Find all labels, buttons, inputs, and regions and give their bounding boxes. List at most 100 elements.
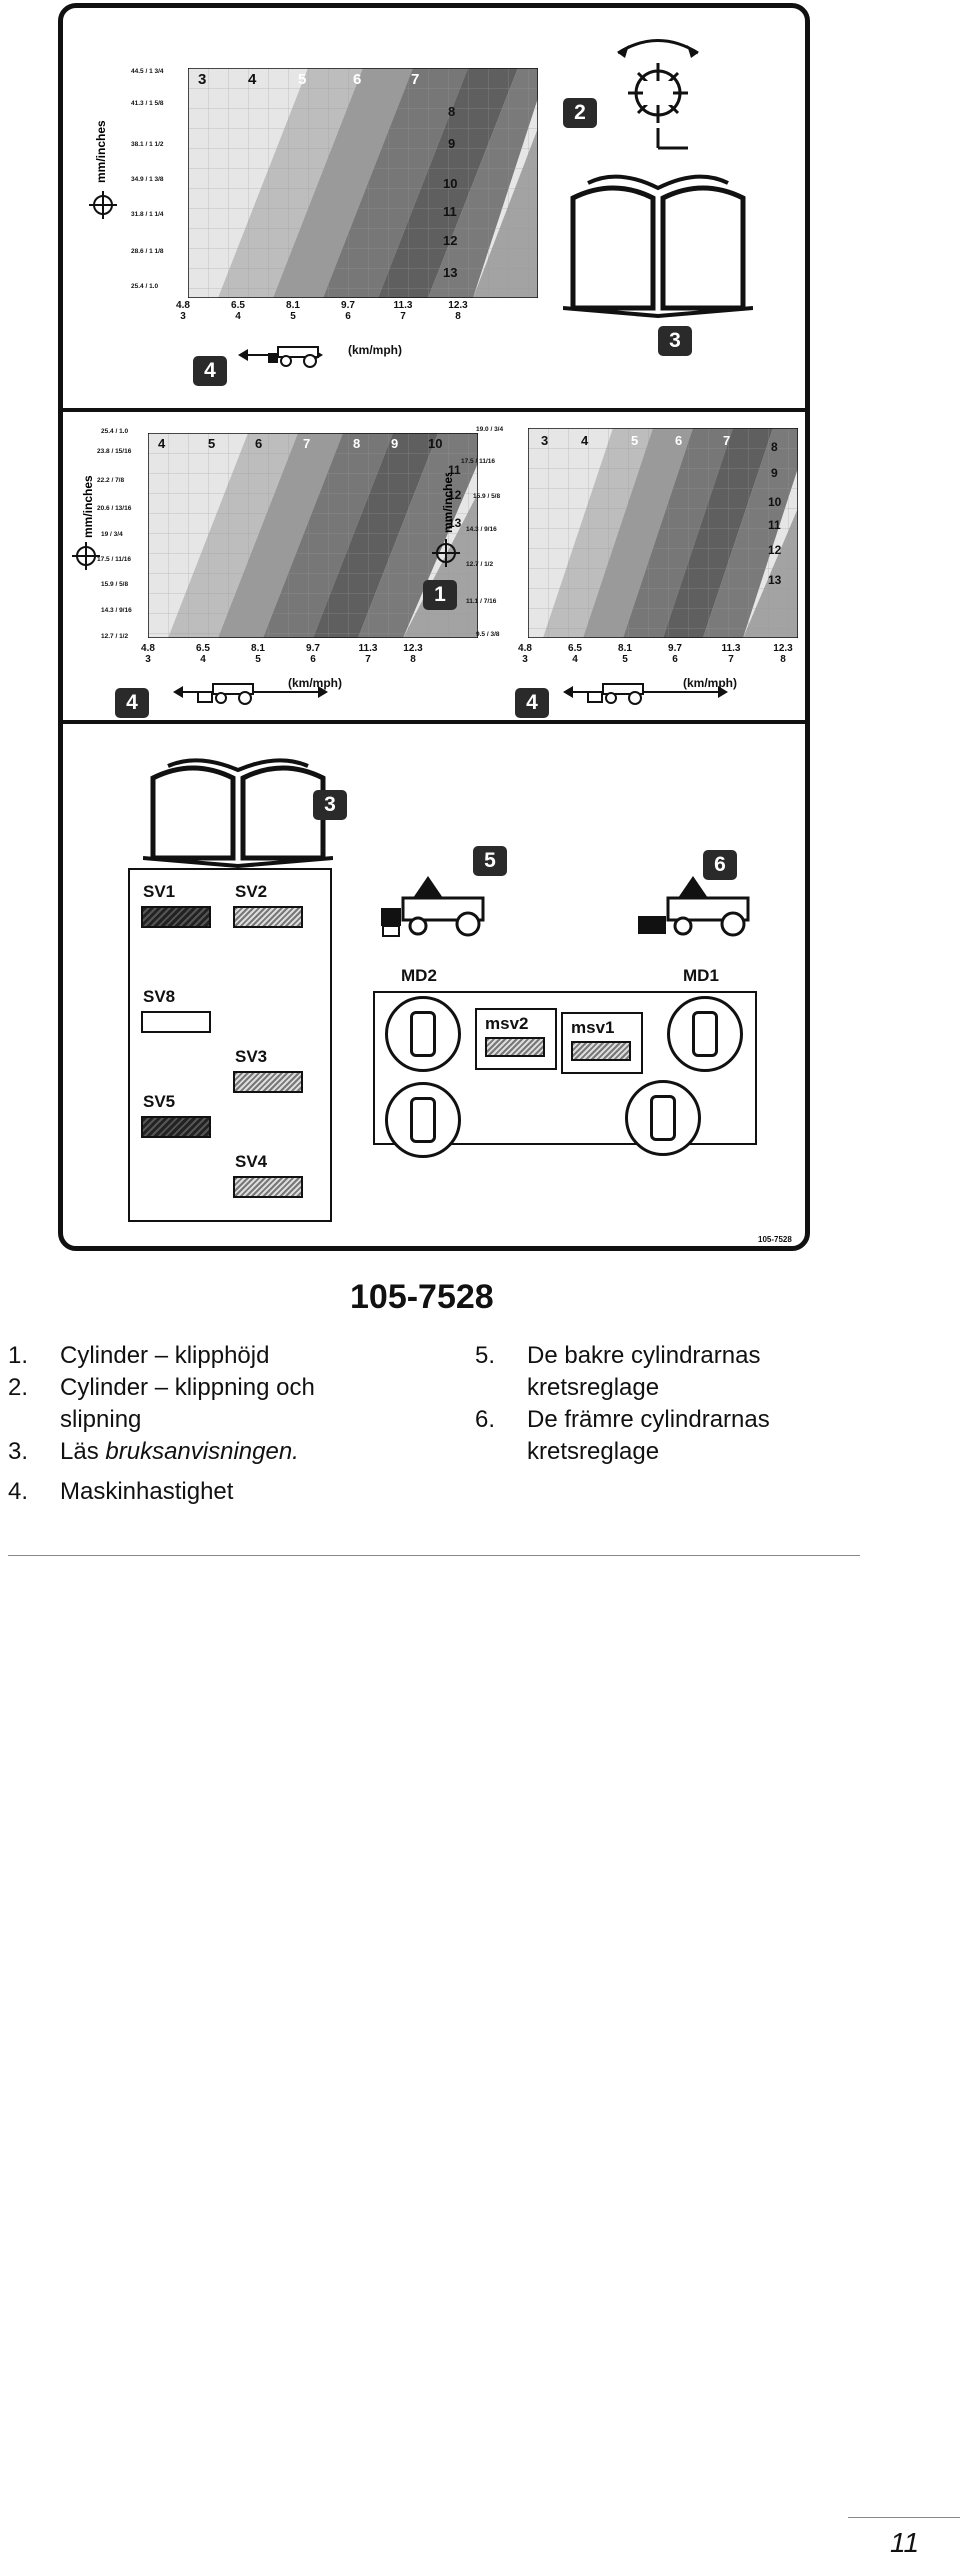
section-divider — [8, 1555, 860, 1556]
x-label-mph: 6 — [672, 654, 678, 665]
callout-4: 4 — [115, 688, 149, 718]
zone-label: 12 — [448, 488, 462, 502]
svg-text:mm/inches: mm/inches — [94, 120, 108, 183]
x-label-km: 12.3 — [773, 643, 793, 654]
zone-label: 4 — [581, 433, 589, 448]
zone-label: 7 — [411, 71, 420, 88]
reel-icon: mm/inches — [72, 475, 100, 570]
x-label-km: 4.8 — [518, 643, 532, 654]
y-label: 14.3 / 9/16 — [101, 607, 132, 614]
item-text: Cylinder – klippning och — [60, 1374, 315, 1401]
y-label: 12.7 / 1/2 — [101, 633, 129, 640]
switch-swatch — [571, 1041, 631, 1061]
zone-label: 13 — [443, 265, 458, 280]
caption-list-right: 5.De bakre cylindrarnas kretsreglage 6.D… — [475, 1340, 770, 1468]
x-label-km: 8.1 — [286, 300, 300, 311]
y-label: 34.9 / 1 3/8 — [131, 176, 164, 183]
y-label: 41.3 / 1 5/8 — [131, 100, 164, 107]
list-item: 2. Cylinder – klippning och — [8, 1372, 315, 1404]
item-text: slipning — [60, 1406, 142, 1433]
book-icon — [563, 174, 753, 318]
reel-grind-icon — [617, 39, 699, 150]
callout-4: 4 — [193, 356, 227, 386]
list-item: slipning — [8, 1404, 315, 1436]
x-label-km: 11.3 — [358, 643, 378, 654]
zone-label: 11 — [443, 204, 457, 219]
y-label: 15.9 / 5/8 — [473, 493, 501, 500]
list-item: 4.Maskinhastighet — [8, 1476, 315, 1508]
item-text: De främre cylindrarnas — [527, 1406, 770, 1433]
footer-rule — [848, 2517, 960, 2518]
mower-speed-icon — [563, 683, 728, 705]
x-label-mph: 3 — [145, 654, 151, 665]
page-number: 11 — [890, 2527, 920, 2558]
x-label-km: 9.7 — [341, 300, 355, 311]
x-label-mph: 6 — [310, 654, 316, 665]
msv1-valve: msv1 — [561, 1012, 643, 1074]
x-label-mph: 7 — [400, 311, 406, 322]
list-item: 1.Cylinder – klipphöjd — [8, 1340, 315, 1372]
y-label: 31.8 / 1 1/4 — [131, 211, 164, 218]
y-label: 17.5 / 11/16 — [461, 458, 495, 465]
item-number: 3. — [8, 1438, 29, 1465]
decal-title: 105-7528 — [350, 1278, 494, 1316]
zone-label: 9 — [771, 466, 778, 480]
x-label-mph: 5 — [290, 311, 296, 322]
switch-swatch — [485, 1037, 545, 1057]
zone-label: 11 — [768, 518, 781, 532]
svg-text:mm/inches: mm/inches — [441, 473, 455, 533]
y-label: 11.1 / 7/16 — [466, 598, 497, 605]
list-item: kretsreglage — [475, 1372, 770, 1404]
y-label: 19 / 3/4 — [101, 531, 123, 538]
md2-dial-bottom — [385, 1082, 461, 1158]
y-label: 23.8 / 15/16 — [97, 448, 132, 455]
item-number: 1. — [8, 1342, 29, 1369]
sv-panel — [128, 868, 332, 1222]
x-label-mph: 8 — [780, 654, 786, 665]
sv-label: SV8 — [143, 987, 176, 1006]
item-text-emphasis: bruksanvisningen. — [105, 1438, 299, 1465]
item-text: Läs — [60, 1438, 106, 1465]
msv2-valve: msv2 — [475, 1008, 557, 1070]
decal-part-number: 105-7528 — [758, 1235, 792, 1244]
x-label-km: 12.3 — [403, 643, 423, 654]
y-label: 38.1 / 1 1/2 — [131, 141, 164, 148]
x-label-km: 8.1 — [618, 643, 632, 654]
item-number: 5. — [475, 1342, 496, 1369]
y-label: 15.9 / 5/8 — [101, 581, 129, 588]
zone-label: 5 — [208, 436, 216, 451]
switch-swatch — [141, 1011, 211, 1033]
item-text: kretsreglage — [527, 1438, 660, 1465]
callout-1: 1 — [423, 580, 457, 610]
md1-dial-bottom — [625, 1080, 701, 1156]
md1-label: MD1 — [683, 966, 719, 985]
item-number — [475, 1436, 527, 1468]
item-text: kretsreglage — [527, 1374, 660, 1401]
y-label: 19.0 / 3/4 — [476, 426, 504, 433]
y-label: 22.2 / 7/8 — [97, 477, 125, 484]
list-item: 3. Läs bruksanvisningen. — [8, 1436, 315, 1468]
mower-rear-icon — [381, 876, 485, 937]
zone-label: 10 — [443, 176, 458, 191]
x-label-mph: 6 — [345, 311, 351, 322]
item-number: 2. — [8, 1374, 29, 1401]
callout-2: 2 — [563, 98, 597, 128]
sv-label: SV5 — [143, 1092, 176, 1111]
switch-swatch — [233, 906, 303, 928]
sv1-valve: SV1 — [131, 878, 217, 938]
x-label-km: 11.3 — [721, 643, 741, 654]
x-label-km: 12.3 — [448, 300, 468, 311]
zone-label: 4 — [248, 71, 257, 88]
zone-label: 10 — [428, 436, 443, 451]
item-number: 4. — [8, 1478, 29, 1505]
x-label-mph: 7 — [728, 654, 734, 665]
y-label: 28.6 / 1 1/8 — [131, 248, 164, 255]
divider — [63, 720, 805, 724]
x-label-km: 4.8 — [176, 300, 190, 311]
x-label-km: 9.7 — [306, 643, 320, 654]
zone-label: 12 — [443, 233, 458, 248]
item-number — [8, 1404, 60, 1436]
item-number — [475, 1372, 527, 1404]
zone-label: 6 — [353, 71, 362, 88]
zone-label: 8 — [771, 440, 778, 454]
